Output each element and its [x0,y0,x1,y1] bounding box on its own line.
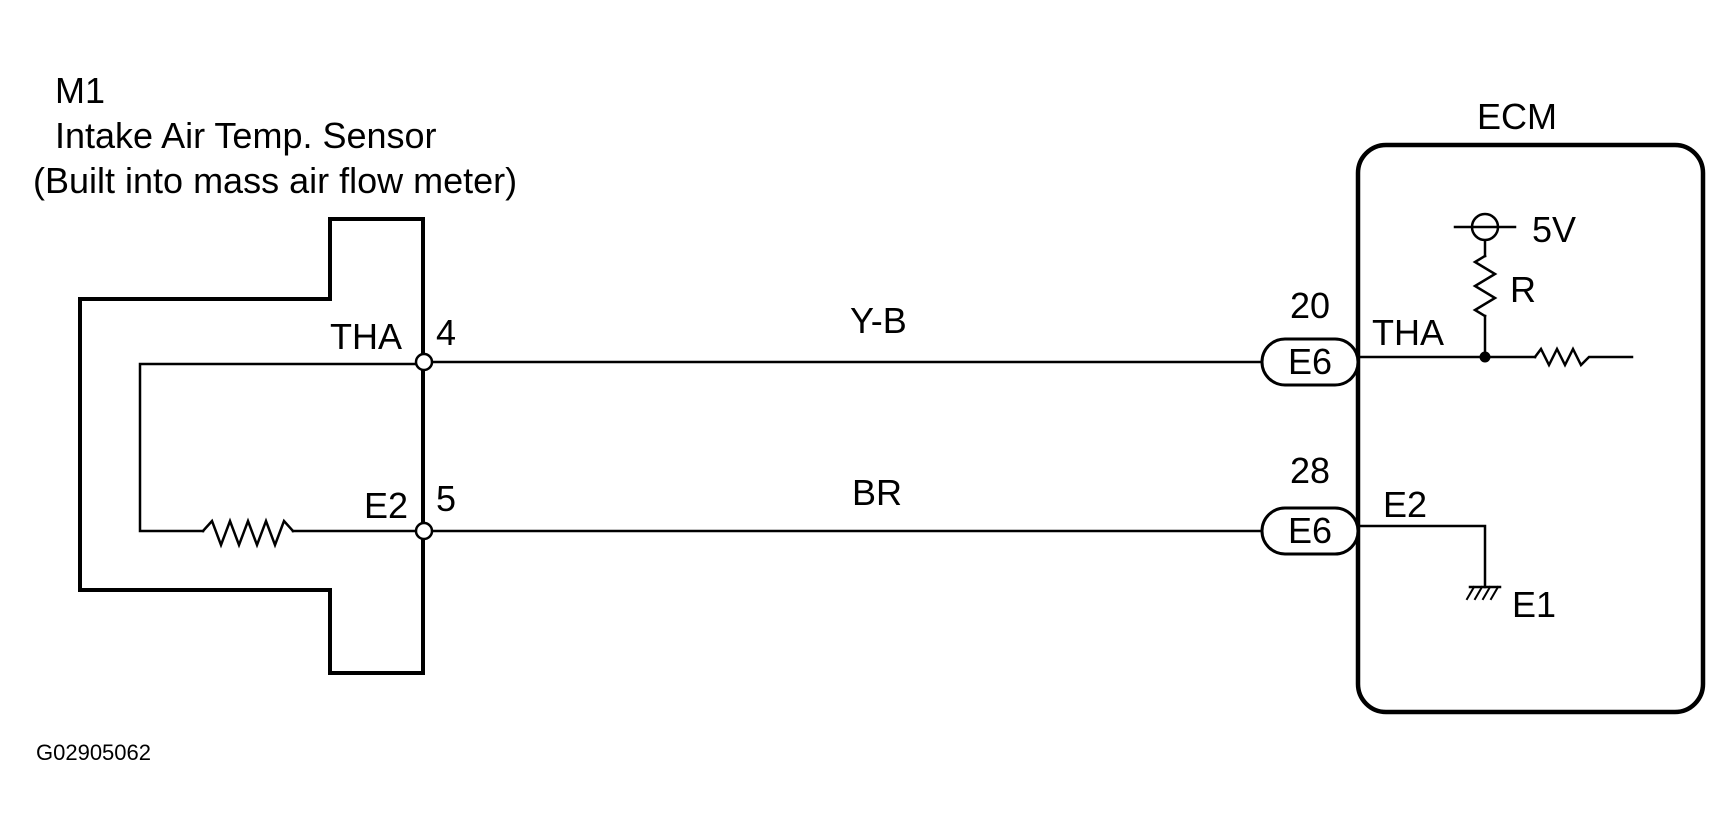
ecm-pin-28: 28 [1290,450,1330,491]
figure-code: G02905062 [36,740,151,765]
resistor-r-label: R [1510,269,1536,310]
ecm-signal-e2: E2 [1383,484,1427,525]
sensor-internal-loop [138,362,425,533]
sensor-note: (Built into mass air flow meter) [33,160,517,201]
supply-5v-label: 5V [1532,209,1576,250]
sensor-pin-tha-label: THA [330,316,402,357]
ecm-signal-tha: THA [1372,312,1444,353]
ground-e1-label: E1 [1512,584,1556,625]
connector-e6-e2 [1260,506,1360,556]
sensor-pin-4-number: 4 [436,312,456,353]
thermistor-symbol [201,517,295,549]
sensor-terminal-5 [414,521,434,541]
ecm-pin-20: 20 [1290,285,1330,326]
connector-e6-e2-label: E6 [1288,510,1332,551]
sensor-pin-5-number: 5 [436,478,456,519]
ground-icon [1465,585,1500,601]
ecm-e2-line [1356,524,1487,589]
wire-color-yb: Y-B [850,300,907,341]
sensor-name: Intake Air Temp. Sensor [55,115,437,156]
sensor-id: M1 [55,70,105,111]
sensor-housing [78,217,425,675]
sensor-pin-e2-label: E2 [364,485,408,526]
ecm-box [1355,142,1706,715]
wire-color-br: BR [852,472,902,513]
ecm-internal-resistor [1533,346,1634,368]
sensor-terminal-4 [414,352,434,372]
pullup-resistor-r [1472,254,1498,318]
ecm-title: ECM [1477,96,1557,137]
connector-e6-tha [1260,337,1360,387]
connector-e6-tha-label: E6 [1288,341,1332,382]
